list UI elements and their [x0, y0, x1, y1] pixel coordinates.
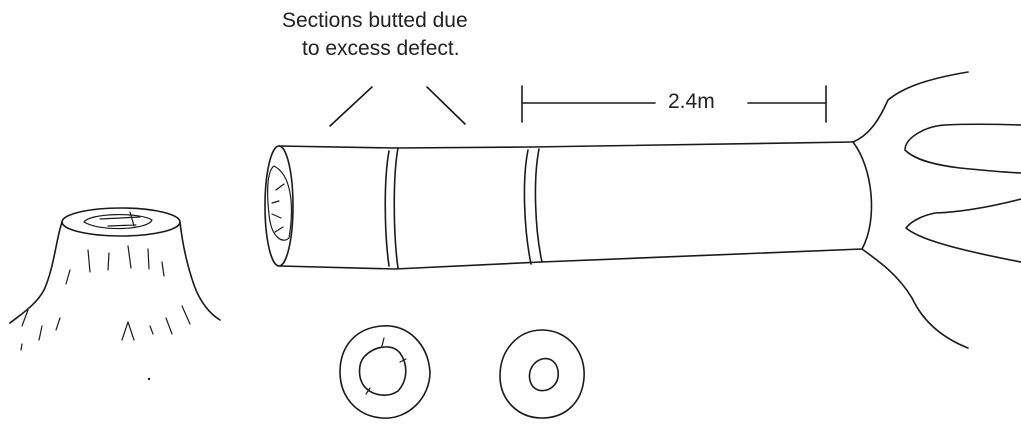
cross-section-1 [339, 325, 431, 419]
pointer-line-left [329, 86, 373, 127]
stump-right-side [179, 221, 221, 321]
stump-bark-marks [65, 245, 165, 285]
stump-debris-dot [147, 377, 151, 381]
butt-cut-1 [384, 147, 399, 269]
stump-root-left [20, 309, 61, 351]
log [264, 141, 873, 270]
stump-left-side [9, 221, 63, 324]
branch-middle [904, 123, 1021, 174]
cross-section-1-cracks [365, 337, 407, 395]
length-dimension [521, 85, 827, 123]
branch-bottom [861, 248, 969, 349]
log-bottom-edge [279, 248, 863, 270]
butt-cut-2-right [534, 148, 543, 263]
cross-section-1-defect [358, 346, 407, 396]
log-end-face [264, 145, 294, 267]
caption-pointer-lines [329, 86, 466, 127]
stump-root-right [121, 305, 191, 341]
cross-section-2-outer [499, 329, 585, 419]
butt-cut-2-left [523, 149, 532, 265]
tree-crown [852, 71, 1021, 349]
branch-top [852, 71, 969, 143]
pointer-line-right [426, 86, 466, 125]
butt-cut-1-right [393, 147, 399, 269]
stump-defect-cracks [99, 211, 141, 227]
stump-defect [83, 213, 153, 230]
end-face-defect [267, 165, 293, 241]
log-top-edge [278, 141, 854, 149]
cross-section-2-defect [528, 357, 559, 392]
crown-end-line [852, 141, 873, 250]
cross-section-2 [499, 329, 585, 419]
branch-lower [905, 198, 1021, 263]
defect-caption-line-2: to excess defect. [302, 37, 460, 60]
end-face-outer [264, 145, 294, 267]
end-face-cracks [271, 183, 285, 233]
stump-top-outer [61, 207, 181, 237]
cross-section-1-outer [339, 325, 431, 419]
tree-stump [9, 207, 221, 381]
section-length-label: 2.4m [668, 90, 715, 113]
butt-cut-1-left [384, 150, 390, 267]
defect-caption-line-1: Sections butted due [282, 9, 468, 32]
butt-cut-2 [523, 148, 543, 265]
